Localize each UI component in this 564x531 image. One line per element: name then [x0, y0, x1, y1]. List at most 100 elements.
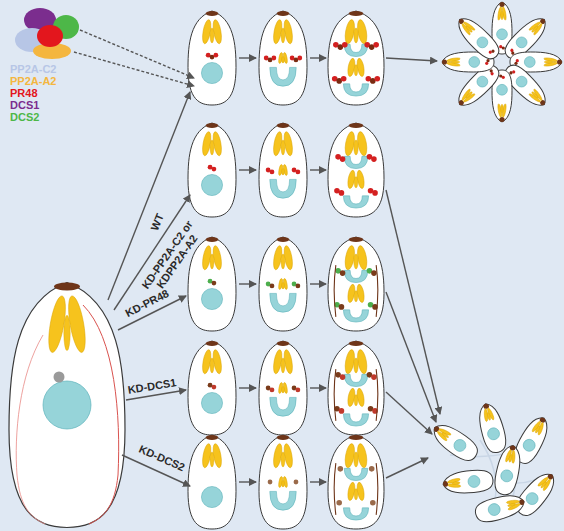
cell-outline — [328, 123, 384, 217]
macronucleus — [201, 288, 222, 309]
oral-apparatus — [283, 382, 288, 393]
macronucleus — [344, 44, 368, 56]
outcome-arrow — [386, 458, 428, 478]
apical-cap — [277, 341, 289, 346]
protein-dot — [268, 480, 273, 485]
legend-label: DCS1 — [10, 99, 39, 111]
dashed-arrow — [80, 30, 194, 78]
oral-apparatus — [281, 140, 285, 155]
apical-cap — [349, 237, 364, 242]
protein-dot — [491, 49, 496, 54]
oral-apparatus — [507, 503, 515, 507]
cell-outline — [328, 341, 384, 435]
oral-apparatus — [210, 254, 214, 269]
macronucleus — [270, 179, 296, 198]
oral-apparatus — [487, 412, 491, 420]
macronucleus — [514, 74, 529, 89]
oral-apparatus — [497, 104, 502, 118]
cell — [188, 435, 236, 529]
oral-apparatus — [210, 140, 214, 155]
cell — [328, 11, 384, 105]
apical-cap — [206, 11, 218, 16]
cell — [259, 435, 307, 529]
macronucleus — [500, 469, 514, 483]
apical-cap — [54, 283, 80, 291]
macronucleus — [524, 57, 535, 68]
cortex-line — [376, 265, 378, 317]
oral-apparatus — [508, 502, 521, 510]
stage-arrow — [239, 169, 256, 170]
cell-outline — [188, 123, 236, 217]
cell-outline — [512, 468, 561, 520]
cell — [259, 237, 307, 331]
oral-apparatus — [281, 452, 285, 467]
macronucleus — [497, 29, 508, 40]
cell-outline — [473, 491, 527, 525]
cell-outline — [428, 419, 482, 466]
cell-outline — [188, 11, 236, 105]
cell-outline — [492, 443, 524, 496]
protein-dot — [339, 304, 345, 310]
apical-cap — [458, 99, 465, 106]
oral-apparatus — [441, 432, 449, 438]
oral-apparatus — [509, 454, 513, 462]
macronucleus — [475, 74, 490, 89]
micronucleus — [54, 372, 65, 383]
cell-outline — [259, 341, 307, 435]
macronucleus — [270, 293, 296, 312]
cell-outline — [259, 11, 307, 105]
stage-arrow — [239, 481, 256, 482]
protein-dot — [294, 480, 299, 485]
macronucleus — [270, 491, 296, 510]
oral-apparatus — [281, 358, 285, 373]
cell — [453, 13, 504, 64]
cortex-line — [334, 265, 336, 317]
oral-apparatus — [535, 425, 541, 433]
oral-apparatus — [505, 449, 513, 462]
oral-apparatus — [354, 177, 358, 188]
protein-dot — [212, 281, 217, 286]
dashed-arrow — [74, 52, 194, 86]
macronucleus — [343, 310, 368, 322]
oral-apparatus — [544, 61, 552, 63]
stage-arrow — [310, 387, 326, 388]
outcome-arrow — [386, 392, 432, 434]
apical-cap — [499, 117, 504, 122]
oral-apparatus — [544, 62, 558, 67]
legend-label: DCS2 — [10, 111, 39, 123]
oral-apparatus — [282, 168, 284, 175]
cell-outline — [188, 237, 236, 331]
cell — [512, 468, 561, 520]
cell-outline — [188, 341, 236, 435]
legend-label: PP2A-C2 — [10, 63, 56, 75]
protein-dot — [373, 42, 379, 48]
macronucleus — [486, 427, 501, 442]
oral-apparatus — [531, 25, 538, 32]
cortex-line — [16, 335, 45, 524]
stage-arrow — [310, 57, 326, 58]
cell — [328, 435, 384, 529]
oral-apparatus — [281, 254, 285, 269]
oral-apparatus — [540, 481, 547, 489]
outcome-arrow — [386, 190, 440, 414]
cell — [475, 401, 509, 455]
apical-cap — [557, 59, 562, 64]
macronucleus — [343, 414, 368, 426]
macronucleus — [468, 475, 481, 488]
oral-apparatus — [278, 278, 283, 289]
cell — [473, 491, 527, 525]
macronucleus — [201, 174, 222, 195]
cell — [428, 419, 482, 466]
macronucleus — [343, 196, 368, 208]
cell — [328, 341, 384, 435]
oral-apparatus — [465, 91, 472, 98]
protein-dot — [342, 42, 348, 48]
oral-apparatus — [278, 476, 283, 487]
oral-apparatus — [465, 25, 472, 32]
oral-apparatus — [497, 7, 502, 21]
condition-label: WT — [148, 212, 166, 232]
macronucleus — [344, 156, 368, 168]
cell-outline — [9, 283, 125, 528]
oral-apparatus — [502, 104, 507, 118]
